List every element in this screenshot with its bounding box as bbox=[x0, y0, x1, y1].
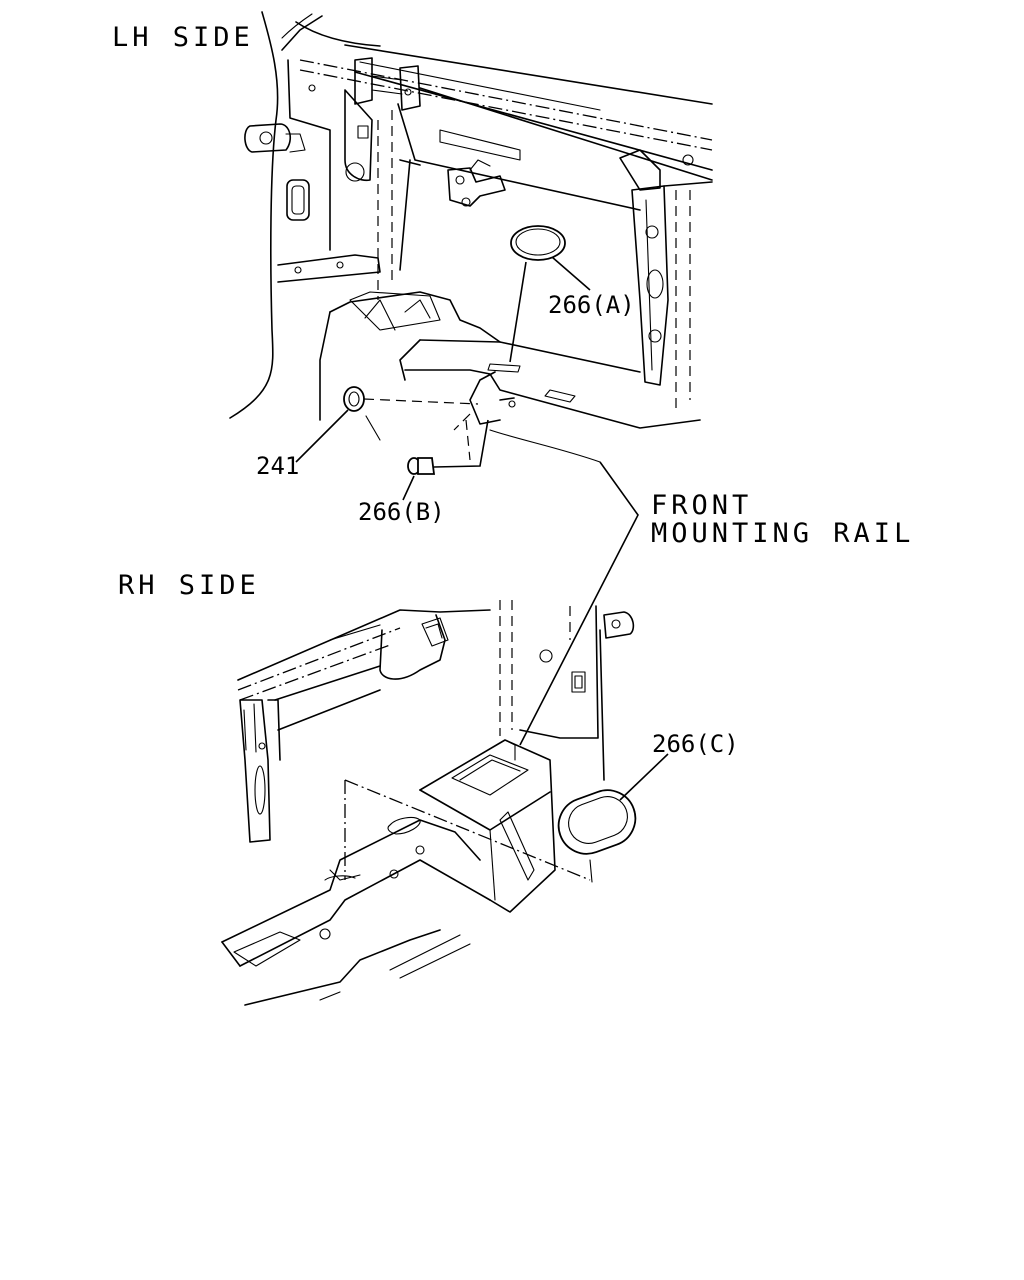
leader-front-mounting-rail bbox=[519, 461, 639, 746]
rh-side-label: RH SIDE bbox=[118, 570, 260, 601]
rh-side-body-structure bbox=[221, 600, 635, 1006]
callout-266b: 266(B) bbox=[358, 498, 445, 526]
callout-266c: 266(C) bbox=[652, 730, 739, 758]
lh-side-label: LH SIDE bbox=[112, 22, 254, 53]
part-241-washer bbox=[343, 386, 365, 412]
leader-266a bbox=[551, 256, 591, 291]
leader-266c bbox=[619, 753, 669, 801]
callout-266a: 266(A) bbox=[548, 291, 635, 319]
lh-side-body-structure bbox=[229, 11, 713, 463]
assembly-line-266b bbox=[433, 419, 489, 468]
front-mounting-rail-label-line1: FRONT bbox=[651, 490, 752, 521]
leader-266b bbox=[402, 475, 415, 501]
assembly-line-266a bbox=[509, 261, 527, 363]
part-266a-grommet bbox=[510, 225, 566, 261]
front-mounting-rail-label-line2: MOUNTING RAIL bbox=[651, 518, 914, 549]
leader-241 bbox=[295, 409, 349, 463]
part-266b-plug bbox=[407, 457, 436, 475]
assembly-line-241 bbox=[363, 398, 479, 405]
part-266c-grommet bbox=[557, 789, 637, 855]
callout-241: 241 bbox=[256, 452, 299, 480]
